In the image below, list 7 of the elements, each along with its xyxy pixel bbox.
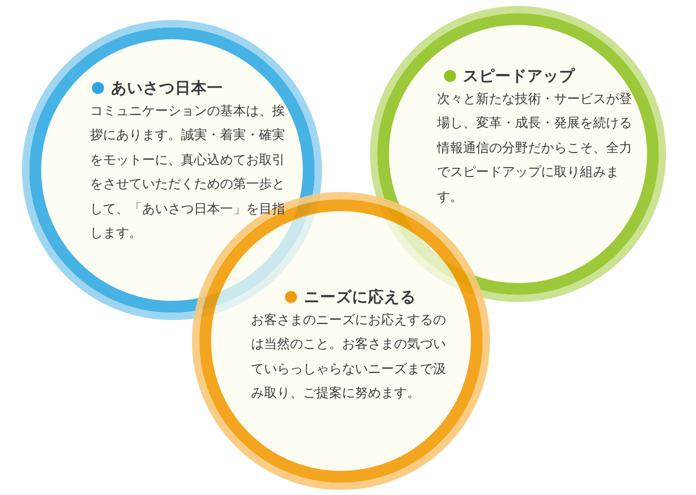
description-text: お客さまのニーズにお応えするのは当然のこと。お客さまの気づいていらっしゃらないニーズまで汲み取り、ご提案に努めます。 — [251, 312, 447, 404]
heading: スピードアップ — [463, 66, 575, 86]
heading: ニーズに応える — [304, 287, 416, 307]
ring-circle — [192, 192, 490, 490]
heading: あいさつ日本一 — [111, 78, 223, 98]
description-text: コミュニケーションの基本は、挨拶にあります。誠実・着実・確実をモットーに、真心込めてお取引をさせていただくための第一歩として、「あいさつ日本一」を目指します。 — [90, 103, 286, 244]
description-text: 次々と新たな技術・サービスが登場し、変革・成長・発展を続ける情報通信の分野だからこそ、全力でスピードアップに取り組みます。 — [437, 91, 633, 207]
